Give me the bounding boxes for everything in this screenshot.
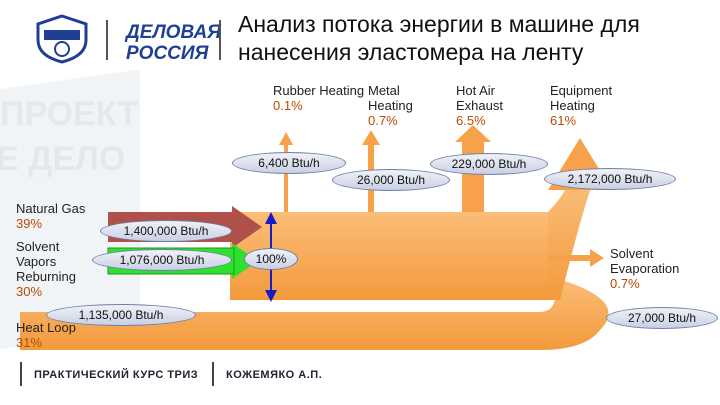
footer-divider	[20, 362, 22, 386]
flow-value-solvent-evap: 27,000 Btu/h	[606, 307, 718, 329]
page-title: Анализ потока энергии в машине для нанес…	[238, 11, 640, 65]
flow-value-natural-gas: 1,400,000 Btu/h	[100, 220, 232, 242]
blue-arrow-up-icon	[265, 212, 277, 224]
solvent-evaporation-flow	[548, 249, 604, 267]
flow-value-metal: 26,000 Btu/h	[332, 169, 450, 191]
hot-air-flow-pipe	[462, 140, 484, 212]
school-badge-logo	[36, 14, 88, 64]
footer-divider	[212, 362, 214, 386]
flow-value-rubber: 6,400 Btu/h	[232, 152, 346, 174]
flow-value-heat-loop: 1,135,000 Btu/h	[46, 304, 196, 326]
blue-arrow-down-icon	[265, 290, 277, 302]
hot-air-arrow	[455, 125, 491, 142]
heat-loop-band	[20, 278, 609, 350]
flow-value-equipment: 2,172,000 Btu/h	[544, 168, 676, 190]
logo-line1: ДЕЛОВАЯ	[126, 22, 222, 43]
equipment-heating-flow	[548, 185, 592, 300]
flow-value-hot-air: 229,000 Btu/h	[430, 153, 548, 175]
footer-author: КОЖЕМЯКО А.П.	[226, 369, 323, 381]
watermark-text: Е ДЕЛО	[0, 140, 126, 178]
center-percentage: 100%	[244, 248, 298, 270]
natural-gas-arrow	[232, 206, 262, 248]
logo-line2: РОССИЯ	[126, 43, 209, 64]
delovaya-rossiya-logo: ДЕЛОВАЯ РОССИЯ	[126, 22, 221, 64]
footer-course: ПРАКТИЧЕСКИЙ КУРС ТРИЗ	[34, 369, 199, 381]
watermark-text: ПРОЕКТ	[0, 95, 139, 133]
header-divider	[219, 20, 221, 60]
header-divider	[106, 20, 108, 60]
flow-value-solvent-vapors: 1,076,000 Btu/h	[92, 249, 232, 271]
